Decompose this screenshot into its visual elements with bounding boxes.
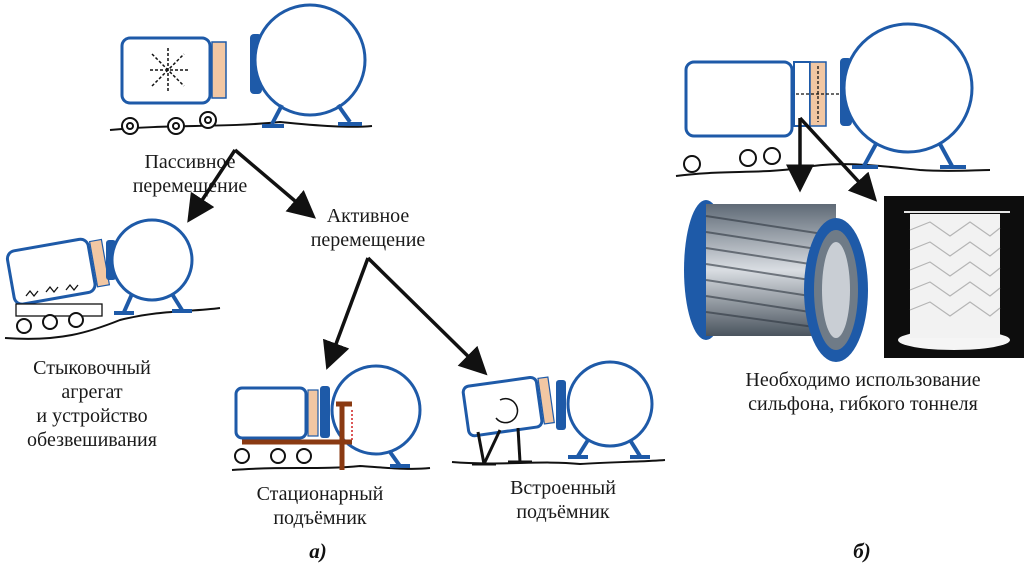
sphere-3 xyxy=(566,360,654,448)
docking-wheels xyxy=(16,312,84,334)
label-builtin-1: Встроенный xyxy=(510,477,616,499)
label-docking-2: агрегат xyxy=(61,381,123,403)
bellows-scene xyxy=(675,22,1024,362)
label-active-1: Активное xyxy=(327,205,410,227)
hatch-3 xyxy=(556,380,566,430)
legs-4 xyxy=(852,143,966,169)
panel-label-b: б) xyxy=(853,539,870,563)
stationary-lift-scene xyxy=(231,364,431,471)
bellows-arrows xyxy=(786,116,878,202)
folded-tunnel-image xyxy=(884,196,1024,358)
module-legs xyxy=(262,103,362,128)
rover-body-4 xyxy=(684,60,794,138)
docking-sphere xyxy=(110,218,194,302)
label-docking-1: Стыковочный xyxy=(33,357,151,379)
rover-wheels xyxy=(121,111,217,135)
label-builtin-2: подъёмник xyxy=(516,501,610,523)
rover-body-3 xyxy=(461,375,544,438)
rotation-arrow-icon xyxy=(495,397,519,424)
label-stationary-1: Стационарный xyxy=(257,483,384,505)
label-stationary-2: подъёмник xyxy=(273,507,367,529)
docking-plate-3 xyxy=(537,376,555,425)
builtin-lift-legs xyxy=(472,427,532,466)
builtin-lift-scene xyxy=(451,360,666,466)
wheels-4 xyxy=(683,147,781,173)
label-active-2: перемещение xyxy=(311,229,426,251)
ground-line-4 xyxy=(675,163,991,177)
wheels-2 xyxy=(234,448,312,464)
module-sphere xyxy=(253,3,367,117)
label-bellows-2: сильфона, гибкого тоннеля xyxy=(748,393,978,415)
sphere-4 xyxy=(842,22,974,154)
docking-plate xyxy=(211,41,227,99)
ground-line xyxy=(109,120,373,131)
sphere-2 xyxy=(330,364,422,456)
label-passive-1: Пассивное xyxy=(144,151,235,173)
bellows-arrows-icon xyxy=(796,66,842,122)
lift-frame xyxy=(242,401,352,470)
panel-label-a: а) xyxy=(309,539,327,563)
legs-2 xyxy=(388,450,410,468)
docking-scene xyxy=(4,218,221,340)
label-bellows-1: Необходимо использование xyxy=(745,369,980,391)
movement-arrows-icon xyxy=(150,48,190,92)
legs-3 xyxy=(568,438,650,459)
rover-body-tilted xyxy=(5,237,97,306)
hatch-2 xyxy=(320,386,330,438)
docking-plate-2 xyxy=(307,389,319,437)
suspension-springs-icon xyxy=(15,283,103,317)
branch-arrows-top xyxy=(187,148,317,223)
docking-legs xyxy=(114,292,192,315)
label-passive-2: перемещение xyxy=(133,175,248,197)
docking-plate-tilted xyxy=(88,238,111,288)
label-docking-4: обезвешивания xyxy=(27,429,157,451)
passive-scene xyxy=(109,3,373,135)
branch-arrows-active xyxy=(322,256,488,376)
rover-body-2 xyxy=(234,386,308,440)
metal-bellows-image xyxy=(684,200,868,362)
slope-ground xyxy=(4,307,221,340)
label-docking-3: и устройство xyxy=(36,405,147,427)
ground-line-2 xyxy=(231,464,431,471)
